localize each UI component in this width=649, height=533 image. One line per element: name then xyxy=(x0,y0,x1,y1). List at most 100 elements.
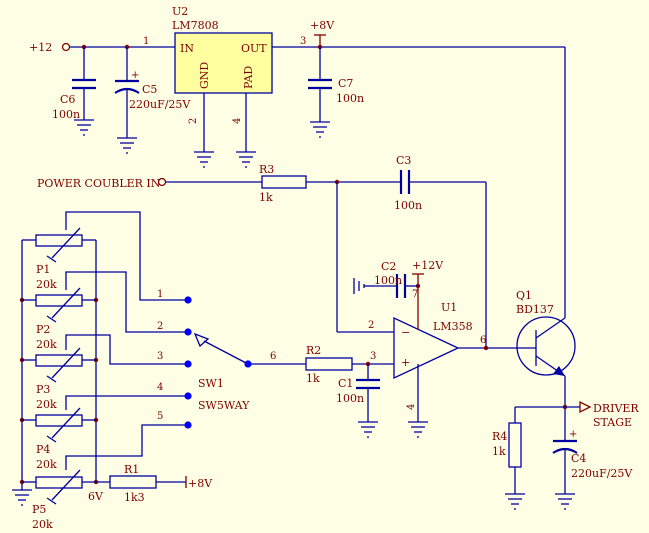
svg-text:POWER COUBLER IN: POWER COUBLER IN xyxy=(37,177,161,190)
input-12v-terminal: +12 xyxy=(29,41,71,54)
svg-text:P1: P1 xyxy=(36,263,50,276)
svg-text:SW1: SW1 xyxy=(198,377,224,390)
capacitor-c3: C3 100n xyxy=(394,154,422,212)
svg-text:220uF/25V: 220uF/25V xyxy=(129,98,191,111)
potentiometer-p1: P1 20k xyxy=(22,227,96,291)
svg-text:100n: 100n xyxy=(336,92,364,105)
svg-text:+8V: +8V xyxy=(310,19,335,32)
svg-text:+: + xyxy=(131,70,139,81)
svg-text:4: 4 xyxy=(406,404,417,410)
svg-text:3: 3 xyxy=(300,36,306,47)
ground-symbol xyxy=(408,421,428,438)
svg-text:Q1: Q1 xyxy=(516,289,532,302)
svg-text:7: 7 xyxy=(412,289,418,300)
svg-text:BD137: BD137 xyxy=(516,303,554,316)
svg-text:C1: C1 xyxy=(338,377,353,390)
svg-text:OUT: OUT xyxy=(241,42,267,55)
svg-text:GND: GND xyxy=(198,62,211,89)
svg-text:100n: 100n xyxy=(52,108,80,121)
svg-text:2: 2 xyxy=(157,321,163,332)
svg-text:2: 2 xyxy=(368,320,374,331)
svg-text:C4: C4 xyxy=(571,452,586,465)
resistor-r4: R4 1k xyxy=(492,407,522,494)
ground-symbol xyxy=(505,493,525,510)
svg-text:C6: C6 xyxy=(60,93,75,106)
potentiometer-p2: P2 20k xyxy=(22,287,96,351)
svg-text:PAD: PAD xyxy=(242,66,255,89)
svg-text:1k: 1k xyxy=(306,372,320,385)
svg-text:6V: 6V xyxy=(88,490,104,503)
svg-text:P4: P4 xyxy=(36,443,50,456)
svg-text:1k3: 1k3 xyxy=(124,491,145,504)
ground-symbol xyxy=(555,493,575,510)
power-rail-8v: +8V xyxy=(310,19,335,47)
svg-text:1k: 1k xyxy=(259,191,273,204)
transistor-q1: Q1 BD137 xyxy=(516,289,576,377)
svg-text:C2: C2 xyxy=(381,260,396,273)
port-driver-stage: DRIVER STAGE xyxy=(579,400,639,429)
resistor-r2: R2 1k xyxy=(305,344,353,385)
svg-text:4: 4 xyxy=(232,118,243,124)
svg-text:R2: R2 xyxy=(306,344,321,357)
capacitor-c6: C6 100n xyxy=(52,47,96,121)
svg-text:2: 2 xyxy=(188,118,199,124)
potentiometer-p3: P3 20k xyxy=(22,347,96,411)
ground-symbol xyxy=(12,489,32,506)
svg-text:6: 6 xyxy=(270,351,276,362)
svg-text:C5: C5 xyxy=(142,83,157,96)
svg-text:20k: 20k xyxy=(36,338,57,351)
svg-text:1k: 1k xyxy=(492,445,506,458)
resistor-r1: +8V R1 1k3 xyxy=(109,463,213,504)
ground-symbol xyxy=(74,119,94,136)
potentiometer-p5: P5 20k xyxy=(22,469,110,531)
ground-symbol xyxy=(358,421,378,438)
ground-symbol xyxy=(353,278,374,294)
capacitor-c7: C7 100n xyxy=(308,47,364,122)
svg-text:220uF/25V: 220uF/25V xyxy=(571,467,633,480)
svg-text:SW5WAY: SW5WAY xyxy=(198,399,250,412)
svg-text:P3: P3 xyxy=(36,383,50,396)
ground-symbol xyxy=(117,137,137,154)
svg-text:P5: P5 xyxy=(32,503,46,516)
svg-text:C3: C3 xyxy=(396,154,411,167)
ground-symbol xyxy=(194,151,214,168)
resistor-r3: R3 1k xyxy=(259,163,307,204)
ground-symbol xyxy=(236,151,256,168)
power-rail-12v: +12V 7 xyxy=(412,259,444,330)
svg-text:−: − xyxy=(401,326,410,339)
svg-text:6: 6 xyxy=(480,335,486,346)
svg-text:U1: U1 xyxy=(441,301,457,314)
svg-text:1: 1 xyxy=(157,289,163,300)
svg-text:1: 1 xyxy=(143,36,149,47)
svg-text:100n: 100n xyxy=(394,199,422,212)
svg-text:+12V: +12V xyxy=(412,259,444,272)
svg-text:+12: +12 xyxy=(29,41,52,54)
svg-text:DRIVER: DRIVER xyxy=(593,402,639,415)
svg-text:4: 4 xyxy=(157,382,163,393)
switch-sw1: 1 2 3 4 5 SW1 SW5WAY xyxy=(157,289,252,429)
svg-text:20k: 20k xyxy=(36,398,57,411)
svg-text:STAGE: STAGE xyxy=(593,416,632,429)
svg-text:+: + xyxy=(401,356,410,369)
svg-text:100n: 100n xyxy=(336,392,364,405)
svg-text:20k: 20k xyxy=(36,278,57,291)
ground-symbol xyxy=(310,121,330,138)
svg-text:P2: P2 xyxy=(36,323,50,336)
svg-text:3: 3 xyxy=(157,351,163,362)
potentiometer-p4: P4 20k xyxy=(22,407,96,471)
capacitor-c4: + C4 220uF/25V xyxy=(552,429,633,494)
svg-text:+: + xyxy=(569,429,577,440)
capacitor-c5: + C5 220uF/25V xyxy=(114,47,191,138)
svg-text:+8V: +8V xyxy=(188,477,213,490)
port-power-coubler-in: POWER COUBLER IN xyxy=(37,177,167,190)
svg-text:20k: 20k xyxy=(36,458,57,471)
svg-text:R3: R3 xyxy=(259,163,274,176)
svg-text:5: 5 xyxy=(157,411,163,422)
svg-text:R1: R1 xyxy=(124,463,139,476)
svg-text:20k: 20k xyxy=(32,518,53,531)
regulator-u2: U2 LM7808 IN OUT GND PAD 2 4 xyxy=(172,5,273,152)
svg-text:3: 3 xyxy=(370,351,376,362)
capacitor-c1: C1 100n xyxy=(336,364,380,422)
svg-text:100n: 100n xyxy=(374,274,402,287)
